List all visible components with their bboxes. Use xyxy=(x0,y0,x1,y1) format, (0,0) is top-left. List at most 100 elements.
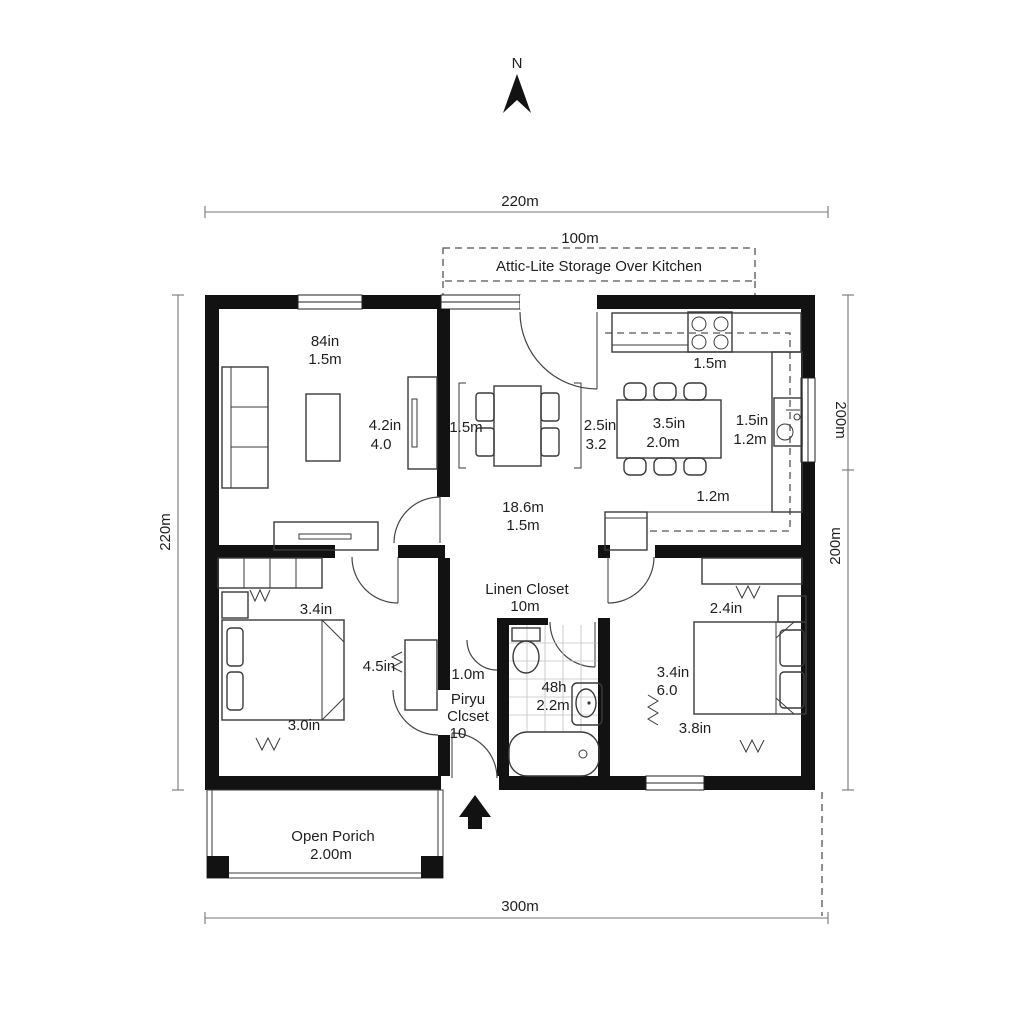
stool xyxy=(653,457,677,476)
doors xyxy=(351,311,655,829)
closet-label-1: Piryu xyxy=(451,691,485,708)
nightstand xyxy=(221,591,249,619)
kitchen-right-label-2: 1.2m xyxy=(733,431,766,448)
dimension-bottom: 300m xyxy=(204,898,829,924)
plant-symbol xyxy=(390,651,404,673)
sofa xyxy=(221,366,269,489)
front-door-arc xyxy=(451,732,498,779)
window-top-left xyxy=(297,294,363,310)
dining-chair xyxy=(540,427,560,457)
bedroom-right-mid-label-1: 3.4in xyxy=(657,664,690,681)
bedroom-right-door-arc xyxy=(607,556,655,604)
stool xyxy=(623,457,647,476)
closet-label-3: 10 xyxy=(450,725,467,742)
kitchen-counter-label: 1.5m xyxy=(693,355,726,372)
attic-callout: 100m Attic-Lite Storage Over Kitchen xyxy=(442,230,756,295)
bathroom xyxy=(508,625,603,777)
kitchen-sink xyxy=(773,397,803,447)
dining-center-label-1: 18.6m xyxy=(502,499,544,516)
dining-room xyxy=(458,382,582,469)
dim-right-upper-label: 200m xyxy=(832,401,849,439)
front-door-gap xyxy=(441,776,499,790)
living-room xyxy=(221,366,438,551)
island-label-1: 3.5in xyxy=(653,415,686,432)
bedroom-left xyxy=(217,557,438,752)
entry-arrow-icon xyxy=(459,795,491,829)
dimension-left: 220m xyxy=(157,294,184,791)
dimension-top: 220m xyxy=(204,193,829,218)
bedroom-left-hall-door-arc xyxy=(392,689,439,736)
tv-console xyxy=(273,521,379,551)
tv-cabinet xyxy=(407,376,438,470)
living-door-arc xyxy=(393,496,441,544)
dining-chair xyxy=(475,392,495,422)
bedroom-right xyxy=(647,557,807,754)
bedroom-left-bottom-label: 3.0in xyxy=(288,717,321,734)
dimension-right: 200m 200m xyxy=(821,294,854,916)
dim-top-label: 220m xyxy=(501,193,539,210)
stool xyxy=(653,382,677,401)
wardrobe-right xyxy=(701,557,803,600)
island-label-2: 2.0m xyxy=(646,434,679,451)
hanger-symbol xyxy=(249,588,271,603)
rug-symbol xyxy=(739,738,765,754)
hanger-symbol xyxy=(735,584,761,600)
kitchen-lower-label: 1.2m xyxy=(696,488,729,505)
coffee-table xyxy=(305,393,341,462)
living-size-label-1: 84in xyxy=(311,333,339,350)
dining-right-label-2: 3.2 xyxy=(586,436,607,453)
dresser-left xyxy=(390,639,438,711)
bath-label-2: 2.2m xyxy=(536,697,569,714)
stool xyxy=(623,382,647,401)
dim-attic-width-label: 100m xyxy=(561,230,599,247)
dim-bracket-left xyxy=(458,382,466,469)
north-compass: N xyxy=(503,55,531,113)
dining-center-label-2: 1.5m xyxy=(506,517,539,534)
stool xyxy=(683,457,707,476)
bed-left xyxy=(221,619,345,721)
porch-label-2: 2.00m xyxy=(310,846,352,863)
bathroom-tiles xyxy=(509,625,598,732)
tv-unit-label-1: 4.2in xyxy=(369,417,402,434)
bathtub xyxy=(508,731,600,777)
dining-left-label: 1.5m xyxy=(449,419,482,436)
bedroom-left-top-label: 3.4in xyxy=(300,601,333,618)
dim-bracket-right xyxy=(574,382,582,469)
bed-right xyxy=(693,621,807,715)
hall-closet-width-label: 1.0m xyxy=(451,666,484,683)
kitchen-cabinet-lower xyxy=(604,511,648,551)
dim-left-label: 220m xyxy=(157,513,174,551)
hall-closet-door-arc xyxy=(466,639,498,671)
wardrobe-left xyxy=(217,557,323,603)
north-arrow-icon xyxy=(503,74,531,113)
entry-door-arc xyxy=(519,311,598,390)
closet-label-2: Clcset xyxy=(447,708,490,725)
dining-table xyxy=(493,385,542,467)
bathroom-sink xyxy=(571,682,603,726)
toilet xyxy=(511,627,541,674)
window-bottom xyxy=(645,775,705,791)
stove xyxy=(687,311,733,353)
interior-walls xyxy=(205,309,815,776)
bath-label-1: 48h xyxy=(541,679,566,696)
room-labels: 84in 1.5m 4.2in 4.0 1.5m 2.5in 3.2 18.6m… xyxy=(288,333,769,863)
north-label: N xyxy=(512,55,523,72)
porch xyxy=(206,789,444,879)
porch-label-1: Open Porich xyxy=(291,828,374,845)
dining-chair xyxy=(540,392,560,422)
tv-unit-label-2: 4.0 xyxy=(371,436,392,453)
kitchen-island xyxy=(616,382,722,476)
kitchen-right-label-1: 1.5in xyxy=(736,412,769,429)
bedroom-left-dresser-label: 4.5in xyxy=(363,658,396,675)
bedroom-right-bottom-label: 3.8in xyxy=(679,720,712,737)
bedroom-left-door-arc xyxy=(351,556,399,604)
window-right xyxy=(800,377,816,463)
attic-note: Attic-Lite Storage Over Kitchen xyxy=(496,258,702,275)
outer-walls xyxy=(205,294,816,791)
rug-symbol xyxy=(255,736,281,752)
living-size-label-2: 1.5m xyxy=(308,351,341,368)
plant-symbol xyxy=(647,694,659,726)
dim-right-lower-label: 200m xyxy=(827,527,844,565)
